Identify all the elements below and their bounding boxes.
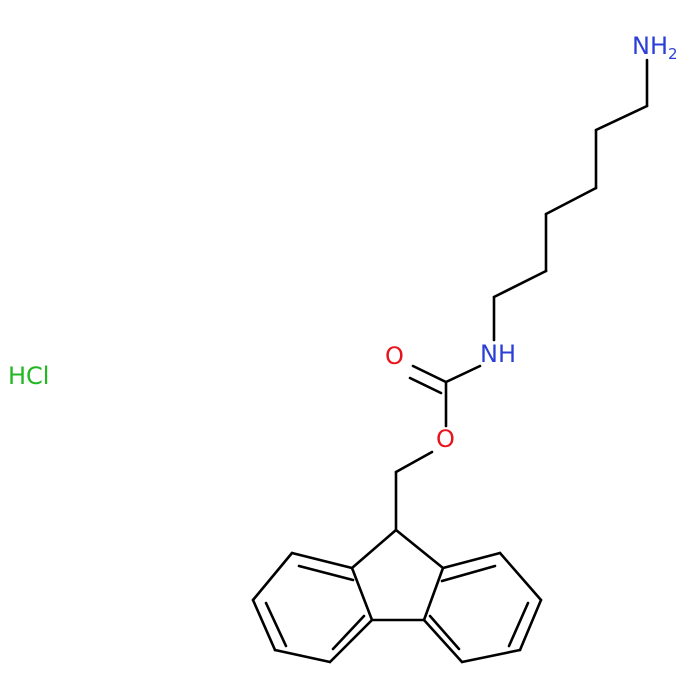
bond <box>290 551 354 570</box>
bond <box>328 618 374 664</box>
bond <box>273 648 332 664</box>
ester-oxygen-label: O <box>436 425 455 453</box>
bond <box>544 186 598 216</box>
bond <box>350 528 398 570</box>
bond <box>264 601 288 648</box>
hydrochloride-label: HCl <box>8 362 49 390</box>
bond <box>594 104 649 132</box>
bond <box>440 564 497 583</box>
bond <box>422 566 445 622</box>
bond-layer <box>251 58 649 664</box>
bond <box>408 376 443 395</box>
bond <box>251 551 294 602</box>
bond <box>441 551 502 570</box>
bond <box>411 364 448 384</box>
bond <box>394 528 445 570</box>
bond <box>350 566 374 622</box>
bond <box>498 551 543 602</box>
carbonyl-oxygen-label: O <box>385 342 404 370</box>
bond <box>251 598 277 652</box>
bond <box>331 614 366 651</box>
carbamate-nh-label: NH <box>480 340 516 368</box>
bond <box>394 450 434 474</box>
terminal-amine-label: NH2 <box>632 32 678 63</box>
bond <box>518 598 543 652</box>
bond <box>507 601 530 648</box>
atom-label-layer: NH2 NH O O HCl <box>8 32 678 453</box>
bond <box>460 648 522 664</box>
bond <box>492 269 548 299</box>
bond <box>428 614 461 651</box>
bond <box>422 618 464 664</box>
bond <box>297 564 355 582</box>
bond <box>444 364 482 384</box>
